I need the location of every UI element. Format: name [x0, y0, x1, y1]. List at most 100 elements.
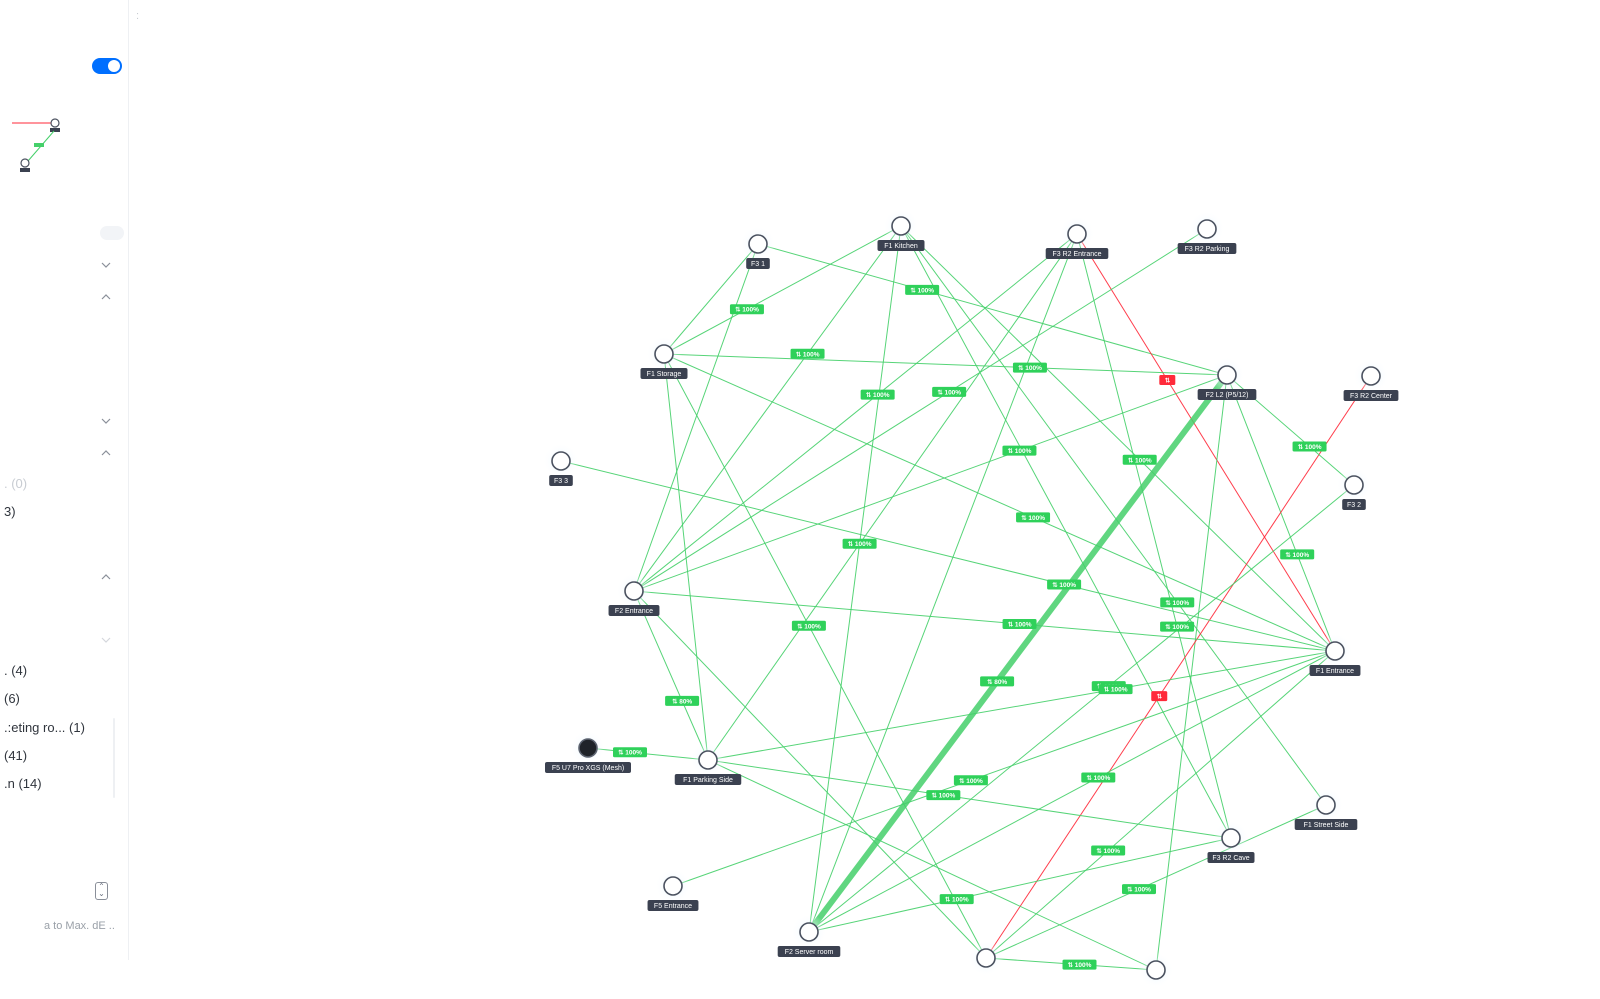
device-node-f3-3[interactable]: F3 3 — [543, 443, 579, 486]
link-f2-entrance-f1-parking-side[interactable] — [633, 590, 709, 761]
secondary-toggle[interactable] — [100, 226, 124, 240]
device-node-f1-parking-side[interactable]: F1 Parking Side — [674, 742, 742, 785]
link-f1-kitchen-f2-entrance[interactable] — [633, 225, 902, 592]
link-quality-badge[interactable]: ⇅ 100% — [790, 348, 825, 359]
show-links-toggle[interactable] — [92, 58, 122, 74]
device-node-f1-entrance[interactable]: F1 Entrance — [1309, 633, 1361, 676]
link-f1-storage-f1-parking-side[interactable] — [663, 353, 709, 761]
link-status-badge[interactable]: ⇅ — [1159, 374, 1176, 385]
link-f1-entrance-bottom-center[interactable] — [985, 650, 1336, 959]
chevron-down-icon[interactable] — [101, 418, 111, 428]
link-quality-badge[interactable]: ⇅ 100% — [1081, 772, 1116, 783]
device-node-bottom-right[interactable] — [1138, 952, 1174, 988]
link-f3-3-f1-entrance[interactable] — [560, 460, 1336, 652]
link-bottom-center-f1-street-side[interactable] — [985, 804, 1327, 959]
link-f1-kitchen-f1-storage[interactable] — [663, 225, 902, 355]
chevron-up-icon[interactable] — [101, 450, 111, 460]
filter-item-1[interactable]: 3) — [4, 504, 16, 519]
device-node-f1-storage[interactable]: F1 Storage — [640, 336, 688, 379]
group-item-3[interactable]: (41) — [4, 748, 28, 763]
link-quality-badge[interactable]: ⇅ 100% — [1047, 579, 1082, 590]
link-quality-badge[interactable]: ⇅ 100% — [729, 304, 764, 315]
link-f3-1-f2-entrance[interactable] — [633, 243, 759, 592]
link-f3-r2-cave-f2-server-room[interactable] — [808, 837, 1232, 933]
device-node-f1-kitchen[interactable]: F1 Kitchen — [877, 208, 925, 251]
link-f1-parking-side-f3-r2-cave[interactable] — [707, 759, 1232, 839]
device-node-f3-r2-parking[interactable]: F3 R2 Parking — [1177, 211, 1237, 254]
link-f3-r2-entrance-f2-entrance[interactable] — [633, 233, 1078, 592]
filter-item-0[interactable]: . (0) — [4, 476, 28, 491]
link-quality-badge[interactable]: ⇅ 100% — [1160, 597, 1195, 608]
link-f5-u7-f1-parking-side[interactable] — [587, 747, 709, 761]
link-quality-badge[interactable]: ⇅ 100% — [1160, 621, 1195, 632]
link-quality-badge[interactable]: ⇅ 100% — [1122, 884, 1156, 895]
link-f3-r2-center-bottom-center[interactable] — [985, 375, 1372, 959]
group-item-1[interactable]: (6) — [4, 691, 20, 706]
link-quality-badge[interactable]: ⇅ 100% — [613, 747, 647, 758]
link-f3-r2-entrance-f1-entrance[interactable] — [1076, 233, 1336, 652]
link-f3-1-f2-l2[interactable] — [757, 243, 1228, 376]
link-quality-badge[interactable]: ⇅ 80% — [980, 676, 1015, 687]
device-node-f5-u7[interactable]: F5 U7 Pro XGS (Mesh) — [545, 730, 631, 773]
link-f1-entrance-f2-server-room[interactable] — [808, 650, 1336, 933]
link-f2-l2-bottom-right[interactable] — [1155, 374, 1228, 971]
chevron-down-icon[interactable] — [101, 262, 111, 272]
device-node-f1-street-side[interactable]: F1 Street Side — [1294, 787, 1358, 830]
link-f1-storage-f1-entrance[interactable] — [663, 353, 1336, 652]
link-f3-2-f2-server-room[interactable] — [808, 484, 1355, 933]
chevron-up-icon[interactable] — [101, 574, 111, 584]
device-node-f2-entrance[interactable]: F2 Entrance — [608, 573, 660, 616]
link-quality-badge[interactable]: ⇅ 100% — [1012, 362, 1047, 373]
list-scrollbar[interactable] — [113, 718, 115, 798]
link-f3-1-f1-storage[interactable] — [663, 243, 759, 355]
device-node-f2-server-room[interactable]: F2 Server room — [777, 914, 841, 957]
link-quality-badge[interactable]: ⇅ 80% — [665, 695, 700, 706]
link-quality-badge[interactable]: ⇅ 100% — [1098, 684, 1133, 695]
link-f1-kitchen-f1-entrance[interactable] — [900, 225, 1336, 652]
link-f2-l2-f1-entrance[interactable] — [1226, 374, 1336, 652]
chevron-up-icon[interactable] — [101, 294, 111, 304]
link-quality-badge[interactable]: ⇅ 100% — [1280, 549, 1315, 560]
device-node-bottom-center[interactable] — [968, 940, 1004, 976]
link-quality-badge[interactable]: ⇅ 100% — [905, 284, 940, 295]
link-quality-badge[interactable]: ⇅ 100% — [842, 538, 877, 549]
link-f1-entrance-f1-parking-side[interactable] — [707, 650, 1336, 761]
link-quality-badge[interactable]: ⇅ 100% — [1091, 845, 1126, 856]
group-item-2[interactable]: .:eting ro... (1) — [4, 720, 85, 735]
link-quality-badge[interactable]: ⇅ 100% — [1122, 454, 1157, 465]
link-status-badge[interactable]: ⇅ — [1151, 691, 1168, 702]
link-f2-l2-f2-entrance[interactable] — [633, 374, 1228, 592]
device-node-f5-entrance[interactable]: F5 Entrance — [647, 868, 699, 911]
group-item-4[interactable]: .n (14) — [4, 776, 42, 791]
link-f2-l2-f2-server-room[interactable] — [806, 372, 1230, 935]
link-quality-badge[interactable]: ⇅ 100% — [860, 389, 895, 400]
link-f1-kitchen-f1-street-side[interactable] — [900, 225, 1327, 806]
link-quality-badge[interactable]: ⇅ 100% — [1016, 512, 1051, 523]
link-quality-badge[interactable]: ⇅ 100% — [926, 790, 961, 801]
link-f3-r2-entrance-f3-r2-cave[interactable] — [1076, 233, 1232, 839]
topology-map[interactable]: ⇅ 100% ⇅ 100% ⇅ 100% ⇅ 100% ⇅ 100% ⇅ 100% ⇅ 10… — [130, 0, 1600, 999]
link-quality-badge[interactable]: ⇅ 100% — [1292, 441, 1327, 452]
link-quality-badge[interactable]: ⇅ 100% — [1002, 445, 1037, 456]
link-quality-badge[interactable]: ⇅ 100% — [1002, 619, 1037, 629]
device-node-f3-r2-entrance[interactable]: F3 R2 Entrance — [1045, 216, 1109, 259]
link-quality-badge[interactable]: ⇅ 100% — [939, 894, 974, 905]
link-quality-badge[interactable]: ⇅ 100% — [932, 386, 967, 397]
link-quality-badge[interactable]: ⇅ 100% — [791, 620, 826, 631]
sort-stepper-icon[interactable]: ⌃⌄ — [95, 882, 108, 900]
device-node-f3-1[interactable]: F3 1 — [740, 226, 776, 269]
device-node-f2-l2[interactable]: F2 L2 (P5/12) — [1197, 357, 1257, 400]
link-f1-entrance-f5-entrance[interactable] — [672, 650, 1336, 887]
device-node-f3-r2-cave[interactable]: F3 R2 Cave — [1207, 820, 1255, 863]
link-f1-parking-side-bottom-right[interactable] — [707, 759, 1157, 971]
link-f3-r2-parking-f2-entrance[interactable] — [633, 228, 1208, 592]
topology-canvas[interactable]: ⇅ 100% ⇅ 100% ⇅ 100% ⇅ 100% ⇅ 100% ⇅ 100% ⇅ 10… — [130, 0, 1600, 999]
link-f2-entrance-bottom-center[interactable] — [633, 590, 987, 959]
link-f2-server-room-f3-r2-entrance[interactable] — [808, 233, 1078, 933]
device-node-f3-2[interactable]: F3 2 — [1336, 467, 1372, 510]
link-f1-storage-f2-l2[interactable] — [663, 353, 1228, 376]
chevron-down-icon[interactable] — [101, 637, 111, 647]
device-node-f3-r2-center[interactable]: F3 R2 Center — [1343, 358, 1399, 401]
link-f1-storage-bottom-center[interactable] — [663, 353, 987, 959]
link-quality-badge[interactable]: ⇅ 100% — [953, 775, 988, 786]
